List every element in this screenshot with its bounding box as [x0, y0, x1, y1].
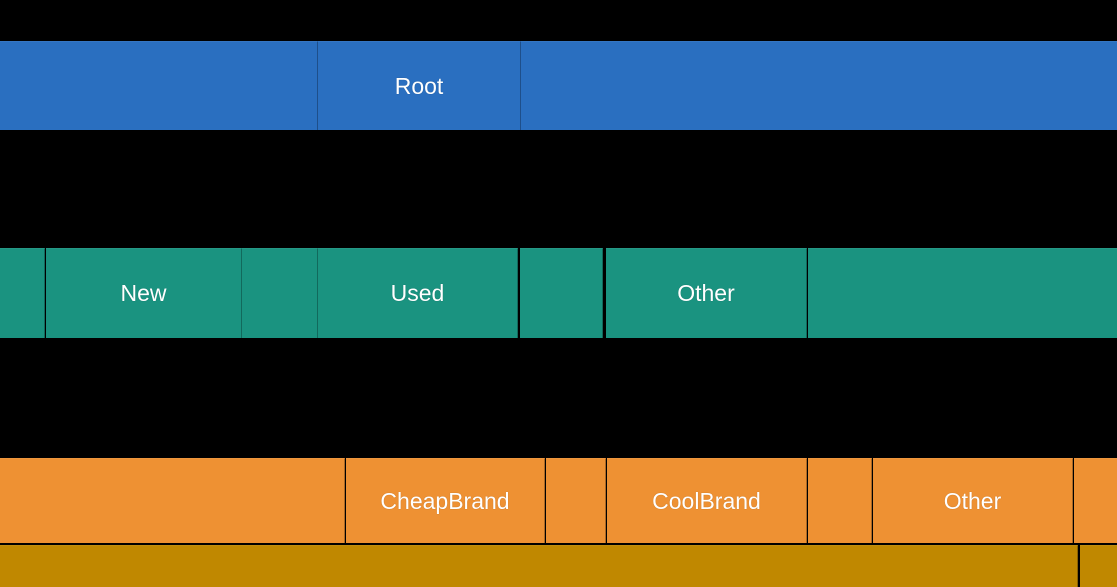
- icicle-level-brand: CheapBrand CoolBrand Other: [0, 458, 1117, 543]
- icicle-node-brand-6[interactable]: [1074, 458, 1117, 543]
- icicle-node-category-6[interactable]: [808, 248, 1117, 338]
- icicle-node-label: Root: [394, 72, 444, 99]
- icicle-level-root: Root: [0, 41, 1117, 130]
- icicle-node-category-2[interactable]: [242, 248, 318, 338]
- icicle-node-label: CheapBrand: [380, 487, 510, 514]
- icicle-node-used[interactable]: Used: [318, 248, 518, 338]
- icicle-node-label: CoolBrand: [652, 487, 761, 514]
- icicle-node-leaf-0[interactable]: [0, 545, 1078, 587]
- icicle-node-brand-4[interactable]: [808, 458, 872, 543]
- icicle-node-root-2[interactable]: [521, 41, 1117, 130]
- icicle-node-cheapbrand[interactable]: CheapBrand: [346, 458, 545, 543]
- icicle-node-other[interactable]: Other: [873, 458, 1073, 543]
- icicle-level-leaf: [0, 545, 1117, 587]
- icicle-node-brand-0[interactable]: [0, 458, 345, 543]
- icicle-node-root[interactable]: Root: [318, 41, 521, 130]
- icicle-level-category: New Used Other: [0, 248, 1117, 338]
- icicle-node-category-0[interactable]: [0, 248, 45, 338]
- icicle-node-leaf-1[interactable]: [1080, 545, 1117, 587]
- icicle-node-new[interactable]: New: [46, 248, 242, 338]
- icicle-node-other[interactable]: Other: [606, 248, 807, 338]
- icicle-node-coolbrand[interactable]: CoolBrand: [607, 458, 807, 543]
- icicle-node-label: Other: [677, 280, 735, 306]
- icicle-node-category-4[interactable]: [520, 248, 603, 338]
- icicle-node-label: New: [120, 280, 167, 306]
- icicle-node-label: Other: [943, 487, 1002, 514]
- icicle-node-root-0[interactable]: [0, 41, 318, 130]
- icicle-node-brand-2[interactable]: [546, 458, 606, 543]
- icicle-node-label: Used: [390, 280, 445, 306]
